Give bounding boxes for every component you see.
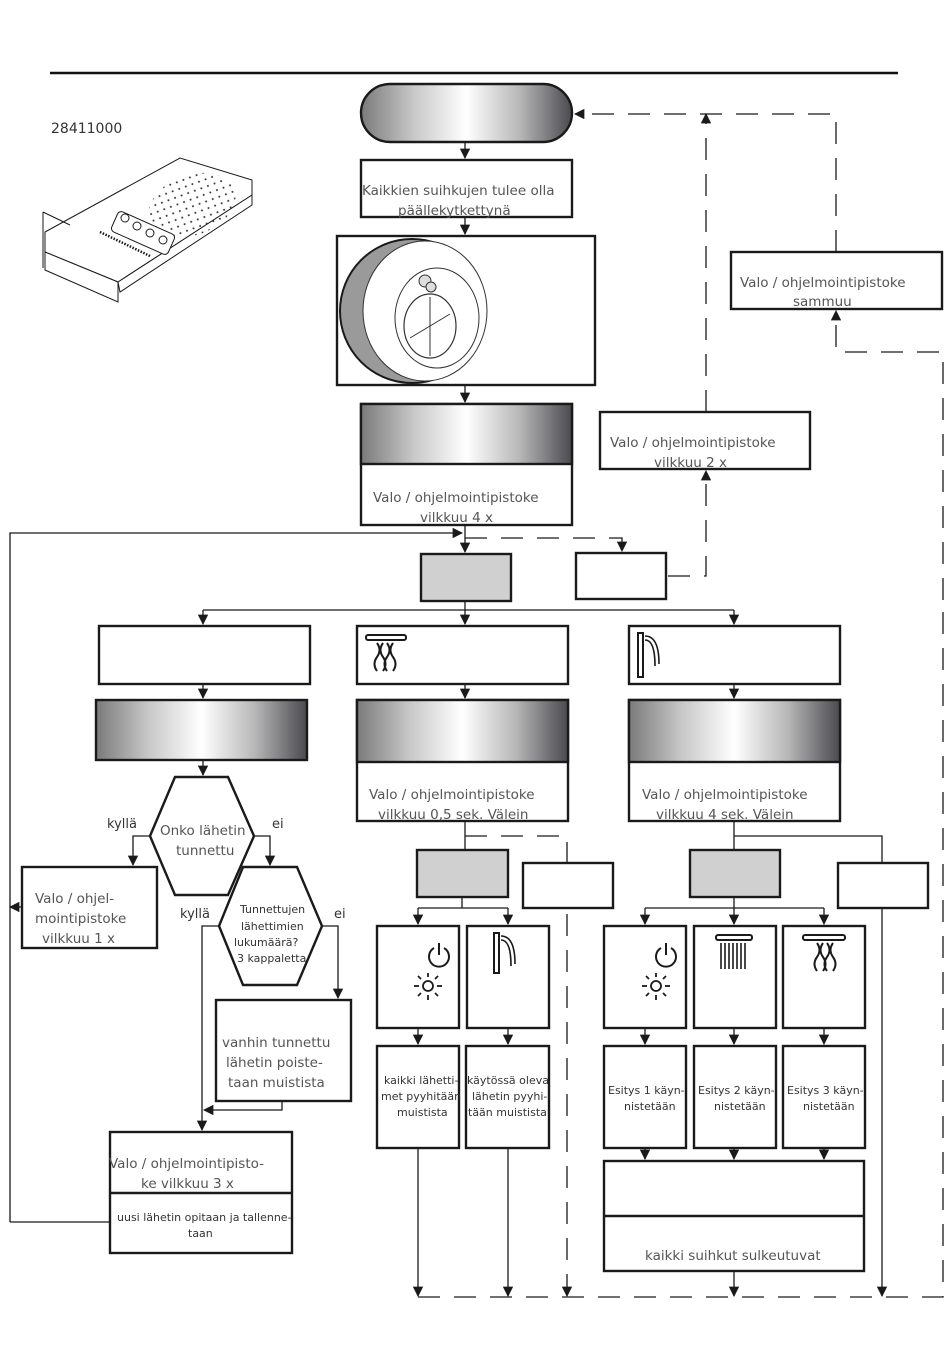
rain-curtain-icon <box>802 934 846 972</box>
decision-count-line4: 3 kappaletta <box>237 952 306 965</box>
no-label-1: ei <box>272 817 284 832</box>
decision-known-line2: tunnettu <box>176 843 234 859</box>
light-off-line1: Valo / ohjelmointipistoke <box>740 275 906 291</box>
delete-oldest-line1: vanhin tunnettu <box>222 1035 330 1051</box>
blink-3x-line1: Valo / ohjelmointipisto- <box>109 1156 264 1172</box>
mid-blink-line1: Valo / ohjelmointipistoke <box>369 787 535 803</box>
light-off-box: Valo / ohjelmointipistoke sammuu <box>729 250 944 311</box>
erase-all-line2: met pyyhitään <box>381 1090 461 1103</box>
erase-all-line3: muistista <box>397 1106 448 1119</box>
left-column-header <box>97 624 312 686</box>
blink-1x-box: Valo / ohjel- mointipistoke vilkkuu 1 x <box>20 865 159 950</box>
start-terminal <box>359 82 574 144</box>
rain-curtain-icon <box>365 634 407 672</box>
mid-column-header <box>355 624 570 686</box>
show2-line2: nistetään <box>714 1100 766 1113</box>
blink-1x-line2: mointipistoke <box>35 911 126 927</box>
mid-blink-line2: vilkkuu 0,5 sek. Välein <box>378 807 528 823</box>
mid-selector-box <box>415 848 510 899</box>
selector-alt-box <box>574 551 668 601</box>
delete-oldest-line3: taan muistista <box>228 1075 325 1091</box>
show2-line1: Esitys 2 käyn- <box>698 1084 775 1097</box>
blink-1x-line1: Valo / ohjel- <box>35 891 114 907</box>
right-blink-box: Valo / ohjelmointipistoke vilkkuu 4 sek.… <box>627 698 842 823</box>
right-power-light-box <box>602 924 688 1030</box>
decision-count-line2: lähettimien <box>241 920 304 933</box>
selector-button-box <box>419 552 513 603</box>
rain-shower-icon <box>715 934 753 969</box>
show1-line2: nistetään <box>624 1100 676 1113</box>
show2-box: Esitys 2 käyn- nistetään <box>692 1044 778 1150</box>
right-rain-box <box>692 924 778 1030</box>
blink-3x-learn-box: Valo / ohjelmointipisto- ke vilkkuu 3 x … <box>108 1130 294 1255</box>
prerequisite-line1: Kaikkien suihkujen tulee olla <box>362 183 554 199</box>
erase-current-box: käytössä oleva lähetin pyyhi- tään muist… <box>464 1044 551 1150</box>
show1-line1: Esitys 1 käyn- <box>608 1084 685 1097</box>
right-blink-line1: Valo / ohjelmointipistoke <box>642 787 808 803</box>
decision-count-line1: Tunnettujen <box>239 903 305 916</box>
right-alt-box <box>836 861 930 910</box>
blink-4x-line2: vilkkuu 4 x <box>420 510 493 526</box>
erase-all-line1: kaikki lähetti- <box>384 1074 458 1087</box>
erase-current-line2: lähetin pyyhi- <box>472 1090 547 1103</box>
mid-blink-box: Valo / ohjelmointipistoke vilkkuu 0,5 se… <box>355 698 570 823</box>
return-path <box>418 600 944 1298</box>
decision-count-line3: lukumäärä? <box>234 936 298 949</box>
light-icon <box>642 973 670 1000</box>
show3-box: Esitys 3 käyn- nistetään <box>781 1044 867 1150</box>
prerequisite-line2: päällekytkettynä <box>398 203 511 219</box>
yes-label-2: kyllä <box>180 907 210 922</box>
mid-power-light-box <box>375 924 461 1030</box>
learn-new-line2: taan <box>188 1227 213 1240</box>
blink-2x-box: Valo / ohjelmointipistoke vilkkuu 2 x <box>598 410 812 471</box>
waterfall-icon <box>637 632 660 678</box>
power-icon <box>428 943 450 968</box>
right-selector-box <box>688 848 782 899</box>
right-column-header <box>627 624 842 686</box>
blink-4x-box: Valo / ohjelmointipistoke vilkkuu 4 x <box>359 402 574 527</box>
erase-all-box: kaikki lähetti- met pyyhitään muistista <box>375 1044 461 1150</box>
blink-2x-line2: vilkkuu 2 x <box>654 455 727 471</box>
prerequisite-box: Kaikkien suihkujen tulee olla päällekytk… <box>359 158 574 219</box>
all-close-text: kaikki suihkut sulkeutuvat <box>645 1248 821 1264</box>
programming-button-illustration <box>335 234 597 387</box>
shower-head-illustration <box>42 157 253 303</box>
show1-box: Esitys 1 käyn- nistetään <box>602 1044 688 1150</box>
delete-oldest-box: vanhin tunnettu lähetin poiste- taan mui… <box>214 998 353 1103</box>
erase-current-line1: käytössä oleva <box>467 1074 549 1087</box>
right-curtain-box <box>781 924 867 1030</box>
decision-known-line1: Onko lähetin <box>160 823 246 839</box>
blink-3x-line2: ke vilkkuu 3 x <box>141 1176 234 1192</box>
learn-new-line1: uusi lähetin opitaan ja tallenne- <box>117 1211 292 1224</box>
left-metal-box <box>94 698 309 762</box>
show3-line2: nistetään <box>803 1100 855 1113</box>
decision-transmitter-count: Tunnettujen lähettimien lukumäärä? 3 kap… <box>217 865 324 987</box>
mid-waterfall-box <box>465 924 551 1030</box>
right-blink-line2: vilkkuu 4 sek. Välein <box>656 807 794 823</box>
model-number: 28411000 <box>51 121 122 137</box>
show3-line1: Esitys 3 käyn- <box>787 1084 864 1097</box>
all-close-box: kaikki suihkut sulkeutuvat <box>602 1159 866 1273</box>
light-off-line2: sammuu <box>793 294 852 310</box>
no-label-2: ei <box>334 907 346 922</box>
yes-label-1: kyllä <box>107 817 137 832</box>
mid-alt-box <box>521 861 615 910</box>
light-icon <box>414 973 442 1000</box>
blink-2x-line1: Valo / ohjelmointipistoke <box>610 435 776 451</box>
blink-1x-line3: vilkkuu 1 x <box>42 931 115 947</box>
delete-oldest-line2: lähetin poiste- <box>226 1055 323 1071</box>
blink-4x-line1: Valo / ohjelmointipistoke <box>373 490 539 506</box>
waterfall-icon <box>493 932 516 974</box>
erase-current-line3: tään muistista <box>468 1106 547 1119</box>
power-icon <box>655 943 677 968</box>
